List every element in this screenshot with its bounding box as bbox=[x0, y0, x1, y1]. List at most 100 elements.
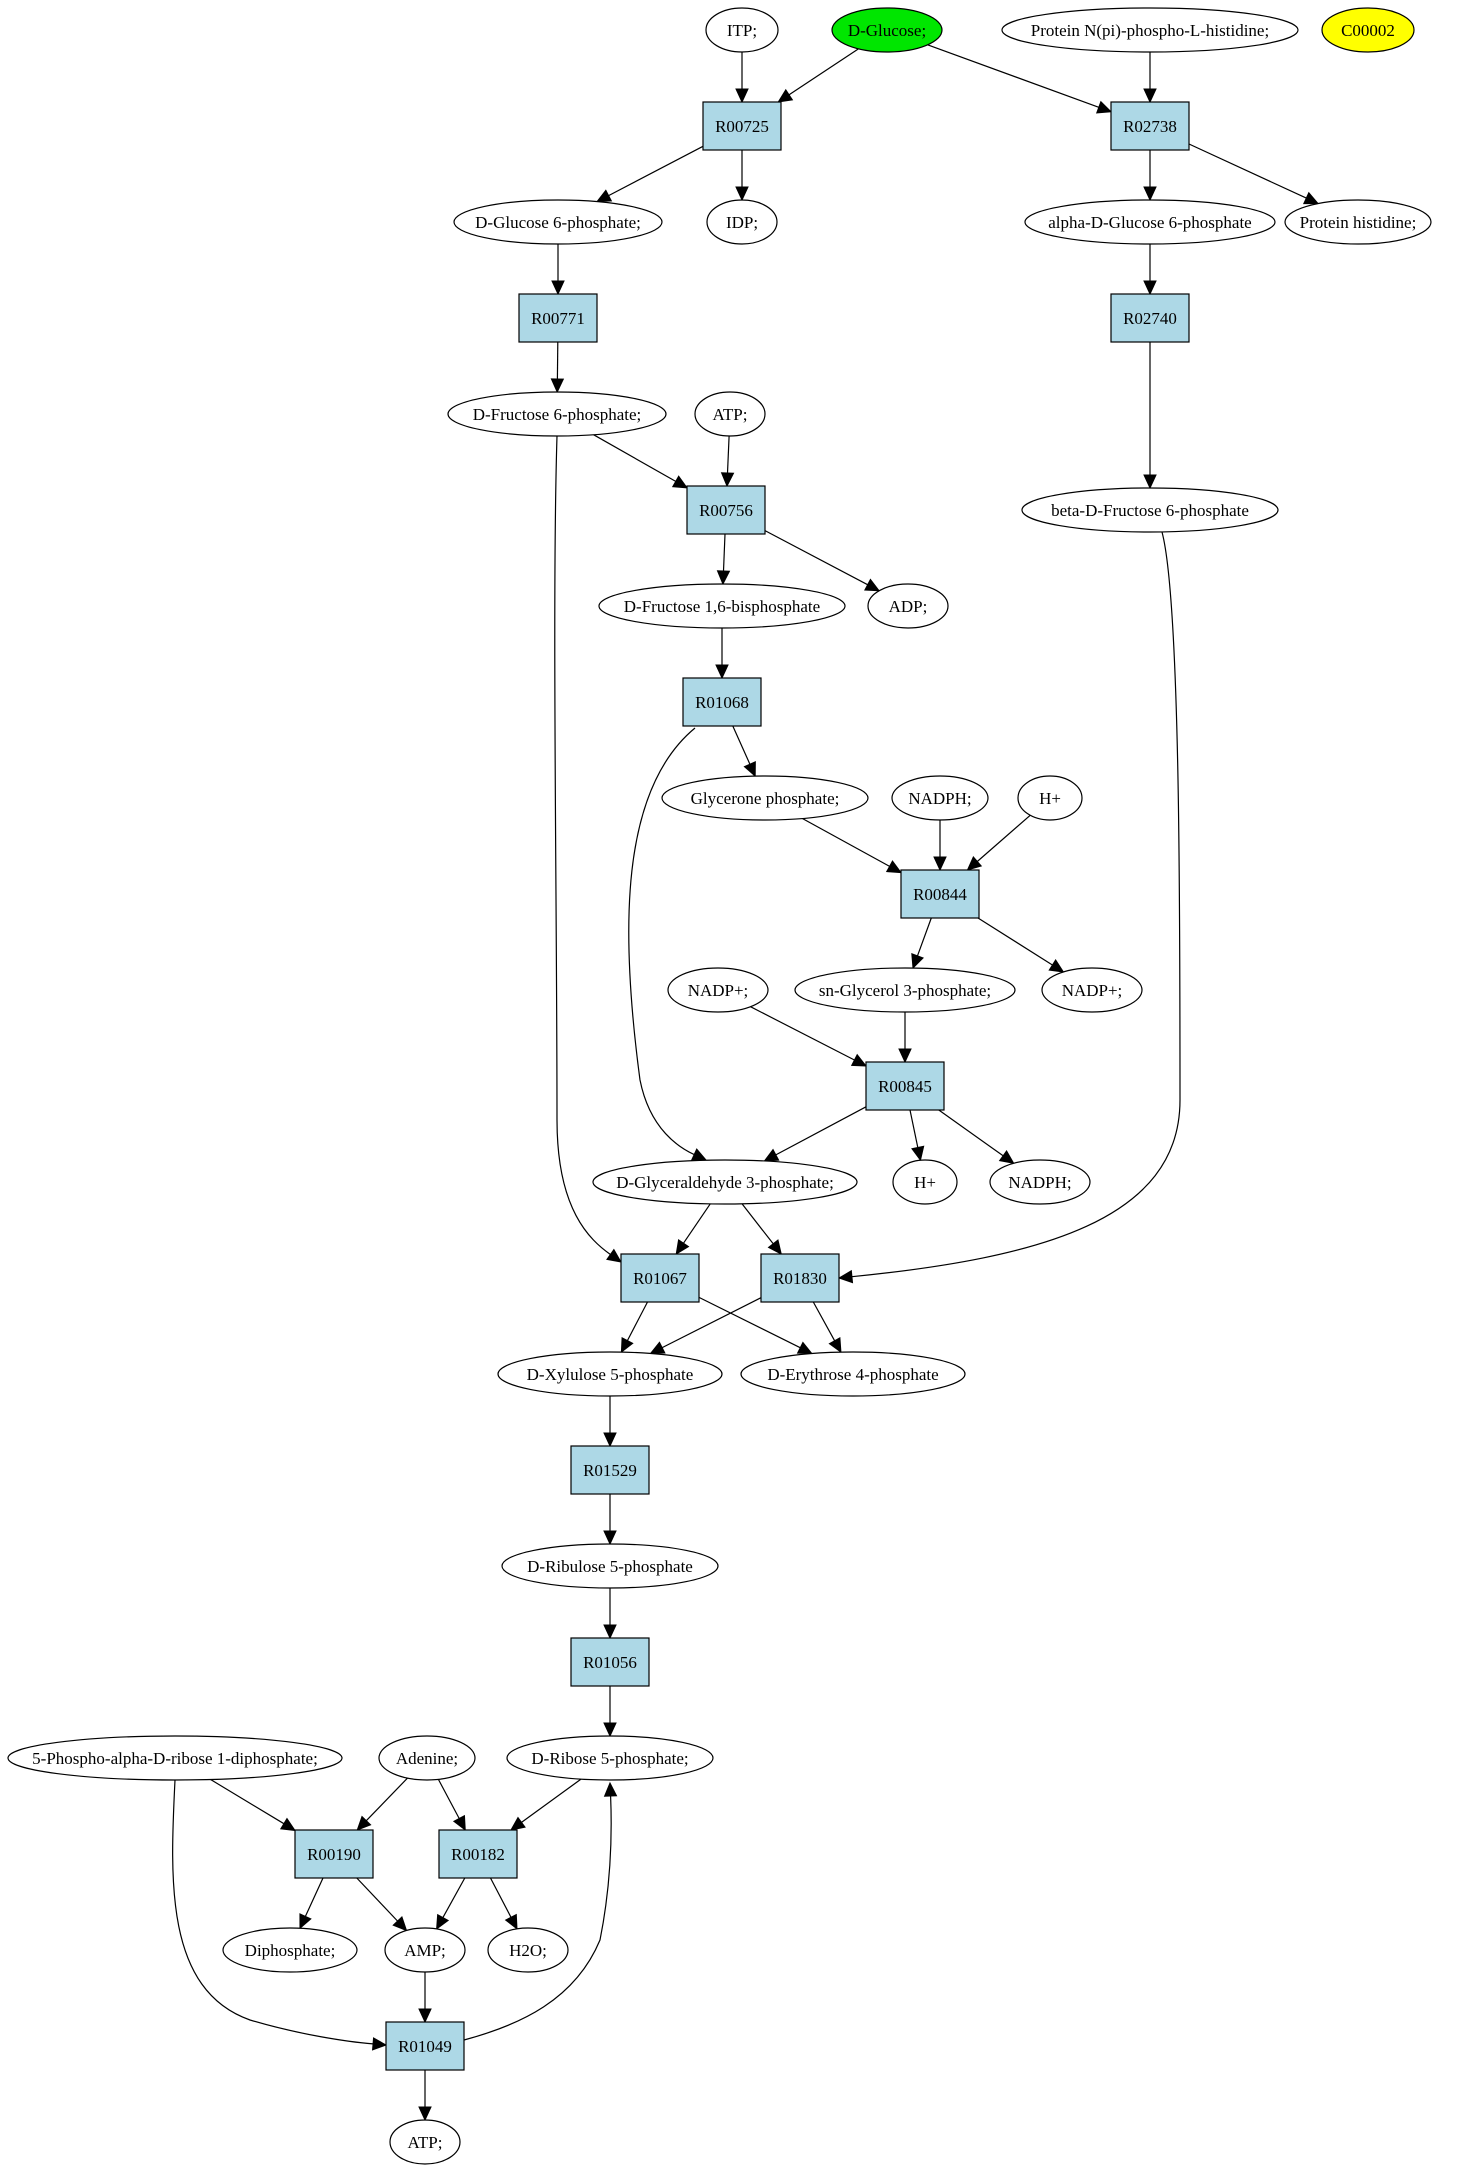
reaction-label: R01529 bbox=[583, 1461, 637, 1480]
compound-node-nadph_a[interactable]: NADPH; bbox=[891, 775, 989, 821]
reaction-node-R00844[interactable]: R00844 bbox=[900, 869, 980, 919]
edge-R01529-to-dru5p bbox=[603, 1494, 617, 1546]
reaction-node-R00182[interactable]: R00182 bbox=[438, 1829, 518, 1879]
compound-node-adenine[interactable]: Adenine; bbox=[378, 1735, 476, 1781]
reaction-box bbox=[865, 1061, 945, 1111]
compound-ellipse bbox=[831, 7, 943, 53]
compound-node-atp_top[interactable]: ATP; bbox=[694, 391, 766, 437]
reaction-box bbox=[900, 869, 980, 919]
reaction-node-R01529[interactable]: R01529 bbox=[570, 1445, 650, 1495]
compound-node-protein_nphospho[interactable]: Protein N(pi)-phospho-L-histidine; bbox=[1001, 7, 1299, 53]
compound-node-dx5p[interactable]: D-Xylulose 5-phosphate bbox=[497, 1351, 723, 1397]
reaction-node-R01068[interactable]: R01068 bbox=[682, 677, 762, 727]
arrowhead bbox=[392, 1916, 408, 1932]
edge-R01830-to-de4p bbox=[812, 1301, 842, 1354]
edge-R01056-to-dr5p bbox=[603, 1686, 617, 1738]
compound-node-df6p[interactable]: D-Fructose 6-phosphate; bbox=[447, 391, 667, 437]
edge-R01049-to-atp_bottom bbox=[418, 2070, 432, 2122]
compound-ellipse bbox=[378, 1735, 476, 1781]
reaction-node-R01049[interactable]: R01049 bbox=[385, 2021, 465, 2071]
edge-R02738-to-protein_his bbox=[1188, 143, 1320, 205]
reaction-label: R00725 bbox=[715, 117, 769, 136]
compound-node-adg6p[interactable]: alpha-D-Glucose 6-phosphate bbox=[1024, 199, 1276, 245]
reaction-node-R01056[interactable]: R01056 bbox=[570, 1637, 650, 1687]
compound-node-amp[interactable]: AMP; bbox=[384, 1927, 466, 1973]
edge-R01049-to-dr5p bbox=[463, 1781, 618, 2041]
compound-ellipse bbox=[1001, 7, 1299, 53]
compound-node-nadpplus_a[interactable]: NADP+; bbox=[1041, 967, 1143, 1013]
reaction-node-R01067[interactable]: R01067 bbox=[620, 1253, 700, 1303]
compound-node-dru5p[interactable]: D-Ribulose 5-phosphate bbox=[501, 1543, 719, 1589]
compound-ellipse bbox=[867, 583, 949, 629]
compound-node-c00002[interactable]: C00002 bbox=[1321, 7, 1415, 53]
compound-node-glycerone_p[interactable]: Glycerone phosphate; bbox=[661, 775, 869, 821]
reaction-node-R00771[interactable]: R00771 bbox=[518, 293, 598, 343]
edge-R02738-to-adg6p bbox=[1143, 150, 1157, 202]
edge-line bbox=[916, 917, 932, 957]
compound-label: 5-Phospho-alpha-D-ribose 1-diphosphate; bbox=[32, 1749, 318, 1768]
reaction-box bbox=[702, 101, 782, 151]
compound-node-de4p[interactable]: D-Erythrose 4-phosphate bbox=[740, 1351, 966, 1397]
compound-label: IDP; bbox=[726, 213, 758, 232]
compound-node-hplus_a[interactable]: H+ bbox=[1017, 775, 1083, 821]
compound-node-nadph_b[interactable]: NADPH; bbox=[989, 1159, 1091, 1205]
reaction-node-R00756[interactable]: R00756 bbox=[686, 485, 766, 535]
edge-R00190-to-diphosphate bbox=[299, 1877, 324, 1930]
compound-label: D-Glyceraldehyde 3-phosphate; bbox=[616, 1173, 834, 1192]
compound-node-bdf6p[interactable]: beta-D-Fructose 6-phosphate bbox=[1021, 487, 1279, 533]
edge-R00845-to-dga3p bbox=[763, 1106, 867, 1162]
compound-node-diphosphate[interactable]: Diphosphate; bbox=[222, 1927, 358, 1973]
compound-label: NADP+; bbox=[688, 981, 749, 1000]
compound-ellipse bbox=[694, 391, 766, 437]
compound-node-itp[interactable]: ITP; bbox=[705, 7, 779, 53]
compound-label: Adenine; bbox=[396, 1749, 458, 1768]
reaction-label: R02740 bbox=[1123, 309, 1177, 328]
edge-line bbox=[775, 1106, 867, 1156]
compound-label: D-Fructose 6-phosphate; bbox=[473, 405, 642, 424]
reaction-node-R00725[interactable]: R00725 bbox=[702, 101, 782, 151]
compound-ellipse bbox=[1321, 7, 1415, 53]
edge-dx5p-to-R01529 bbox=[603, 1396, 617, 1448]
reaction-node-R02738[interactable]: R02738 bbox=[1110, 101, 1190, 151]
compound-node-dga3p[interactable]: D-Glyceraldehyde 3-phosphate; bbox=[592, 1159, 858, 1205]
compound-node-adp[interactable]: ADP; bbox=[867, 583, 949, 629]
edge-line bbox=[802, 817, 890, 867]
arrowhead bbox=[620, 1337, 634, 1354]
reaction-node-R00845[interactable]: R00845 bbox=[865, 1061, 945, 1111]
arrowhead bbox=[603, 1530, 617, 1546]
compound-node-dg6p[interactable]: D-Glucose 6-phosphate; bbox=[453, 199, 663, 245]
compound-node-dfbp[interactable]: D-Fructose 1,6-bisphosphate bbox=[598, 583, 846, 629]
reaction-label: R00771 bbox=[531, 309, 585, 328]
arrowhead bbox=[371, 2037, 388, 2051]
reaction-node-R00190[interactable]: R00190 bbox=[294, 1829, 374, 1879]
edge-R01068-to-glycerone_p bbox=[732, 725, 756, 778]
compound-node-prpp[interactable]: 5-Phospho-alpha-D-ribose 1-diphosphate; bbox=[7, 1735, 343, 1781]
compound-node-hplus_b[interactable]: H+ bbox=[892, 1159, 958, 1205]
compound-node-atp_bottom[interactable]: ATP; bbox=[389, 2119, 461, 2165]
arrowhead bbox=[671, 475, 689, 489]
edge-line bbox=[812, 1301, 836, 1341]
edge-glycerone_p-to-R00844 bbox=[802, 817, 903, 874]
compound-node-dglucose[interactable]: D-Glucose; bbox=[831, 7, 943, 53]
compound-node-dr5p[interactable]: D-Ribose 5-phosphate; bbox=[506, 1735, 714, 1781]
compound-node-h2o[interactable]: H2O; bbox=[487, 1927, 569, 1973]
edge-line bbox=[554, 435, 611, 1255]
edge-line bbox=[976, 814, 1031, 862]
arrowhead bbox=[603, 1432, 617, 1448]
compound-ellipse bbox=[7, 1735, 343, 1781]
reaction-box bbox=[1110, 293, 1190, 343]
compound-ellipse bbox=[989, 1159, 1091, 1205]
edge-line bbox=[788, 48, 859, 96]
compound-node-sn_g3p[interactable]: sn-Glycerol 3-phosphate; bbox=[794, 967, 1016, 1013]
edge-R00844-to-sn_g3p bbox=[911, 917, 932, 970]
arrowhead bbox=[418, 2106, 432, 2122]
compound-node-protein_his[interactable]: Protein histidine; bbox=[1284, 199, 1432, 245]
reaction-box bbox=[294, 1829, 374, 1879]
compound-node-nadpplus_b[interactable]: NADP+; bbox=[667, 967, 769, 1013]
compound-node-idp[interactable]: IDP; bbox=[706, 199, 778, 245]
reaction-node-R01830[interactable]: R01830 bbox=[760, 1253, 840, 1303]
edge-line bbox=[489, 1877, 512, 1918]
compound-label: D-Glucose; bbox=[848, 21, 926, 40]
reaction-node-R02740[interactable]: R02740 bbox=[1110, 293, 1190, 343]
